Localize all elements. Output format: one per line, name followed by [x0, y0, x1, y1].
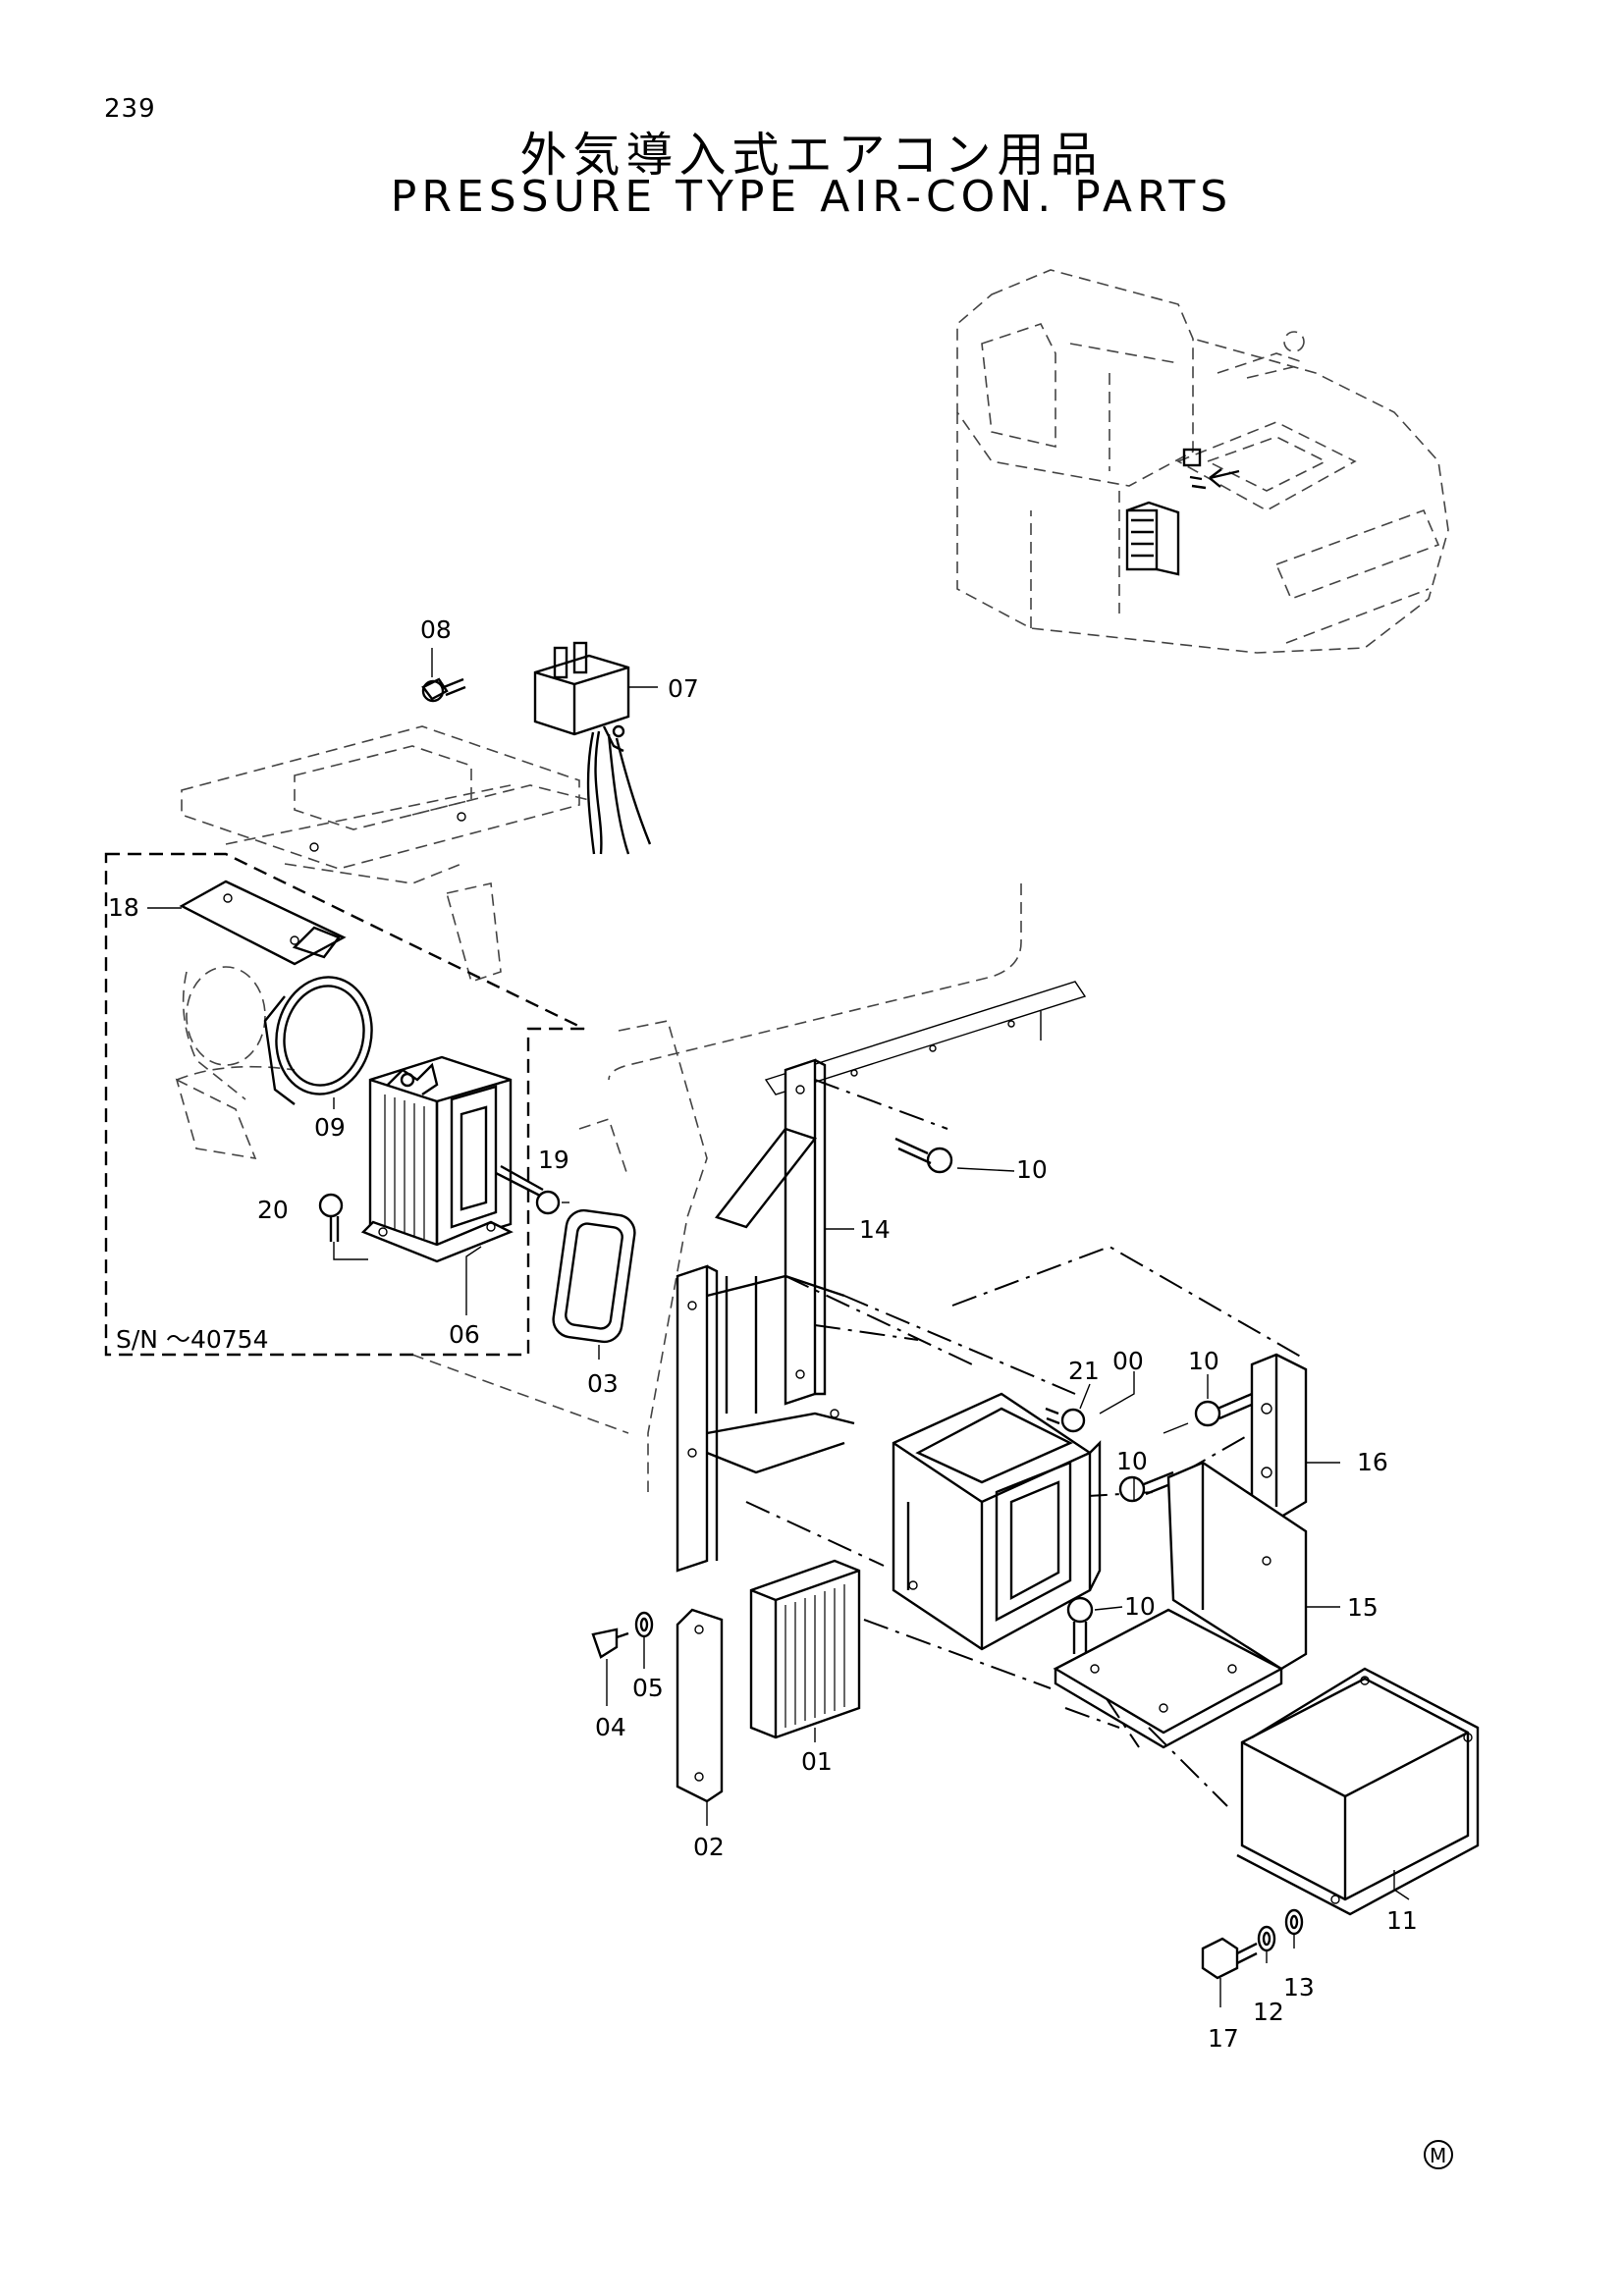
part-06-filter-unit — [360, 1055, 514, 1263]
callout-21: 21 — [1068, 1357, 1100, 1385]
callout-10-upper: 10 — [1016, 1155, 1048, 1184]
page-number: 239 — [104, 94, 156, 124]
part-07-relay-connector — [533, 641, 658, 855]
part-00-duct-assembly — [892, 1392, 1102, 1651]
leader-lines — [333, 1097, 1410, 1900]
cab-frame-phantom — [176, 883, 1087, 1492]
part-14-bracket — [676, 1058, 855, 1573]
callout-09: 09 — [314, 1113, 346, 1142]
part-18-mounting-plate — [147, 880, 347, 966]
part-11-cover — [1236, 1667, 1480, 1916]
serial-number-note: S/N ～40754 — [116, 1325, 268, 1354]
callout-19: 19 — [538, 1146, 569, 1174]
part-19-bolt — [495, 1164, 561, 1215]
part-12-washer — [1257, 1925, 1276, 1963]
part-10-bolt-upper — [894, 1137, 953, 1174]
callout-10-mid: 10 — [1116, 1447, 1148, 1475]
callout-06: 06 — [449, 1320, 480, 1349]
part-03-seal-frame — [552, 1208, 636, 1344]
part-05-washer — [634, 1611, 654, 1669]
callout-01: 01 — [801, 1747, 833, 1776]
part-01-air-filter — [749, 1559, 861, 1742]
part-04-wing-bolt — [591, 1628, 629, 1706]
callout-05: 05 — [632, 1674, 664, 1702]
callout-04: 04 — [595, 1713, 626, 1741]
callout-10-right: 10 — [1188, 1347, 1219, 1375]
mark-letter: M — [1430, 2144, 1446, 2167]
serial-number-group-box — [104, 852, 585, 1357]
callout-16: 16 — [1357, 1448, 1388, 1476]
part-17-bolt — [1201, 1937, 1258, 2007]
callout-03: 03 — [587, 1369, 619, 1398]
callout-17: 17 — [1208, 2024, 1239, 2053]
part-08-bolt — [421, 648, 466, 703]
part-13-washer — [1284, 1908, 1304, 1949]
callout-02: 02 — [693, 1833, 725, 1861]
callout-07: 07 — [668, 674, 699, 703]
part-09-gasket-ring — [263, 976, 373, 1105]
circled-m-mark: M — [1424, 2140, 1453, 2169]
callout-08: 08 — [420, 615, 452, 644]
callout-11: 11 — [1386, 1906, 1418, 1935]
part-10-bolt-right-top — [1194, 1392, 1255, 1427]
part-20-bolt — [318, 1193, 368, 1260]
page-title-english: PRESSURE TYPE AIR-CON. PARTS — [390, 172, 1233, 222]
blower-motor-phantom — [175, 966, 266, 1160]
control-panel-assembly — [181, 725, 590, 984]
machine-overview-illustration — [956, 269, 1449, 654]
callout-14: 14 — [859, 1215, 891, 1244]
part-21-bolt — [1045, 1407, 1086, 1433]
part-10-bolt-low — [1066, 1596, 1094, 1654]
part-02-filter-cover — [676, 1608, 724, 1826]
callout-10-low: 10 — [1124, 1592, 1156, 1621]
callout-15: 15 — [1347, 1593, 1379, 1622]
page-title-japanese: 外気導入式エアコン用品 — [519, 128, 1104, 183]
callout-13: 13 — [1283, 1973, 1315, 2002]
part-16-side-bracket — [1250, 1353, 1340, 1519]
callout-00: 00 — [1112, 1347, 1144, 1375]
part-15-tray-bracket — [1053, 1461, 1340, 1749]
callout-12: 12 — [1253, 1998, 1284, 2026]
callout-20: 20 — [257, 1196, 289, 1224]
part-10-bolt-mid — [1118, 1470, 1176, 1503]
callout-18: 18 — [108, 893, 139, 922]
callout-labels: 08 07 18 09 19 20 06 03 14 10 00 21 10 1… — [108, 615, 1418, 2053]
